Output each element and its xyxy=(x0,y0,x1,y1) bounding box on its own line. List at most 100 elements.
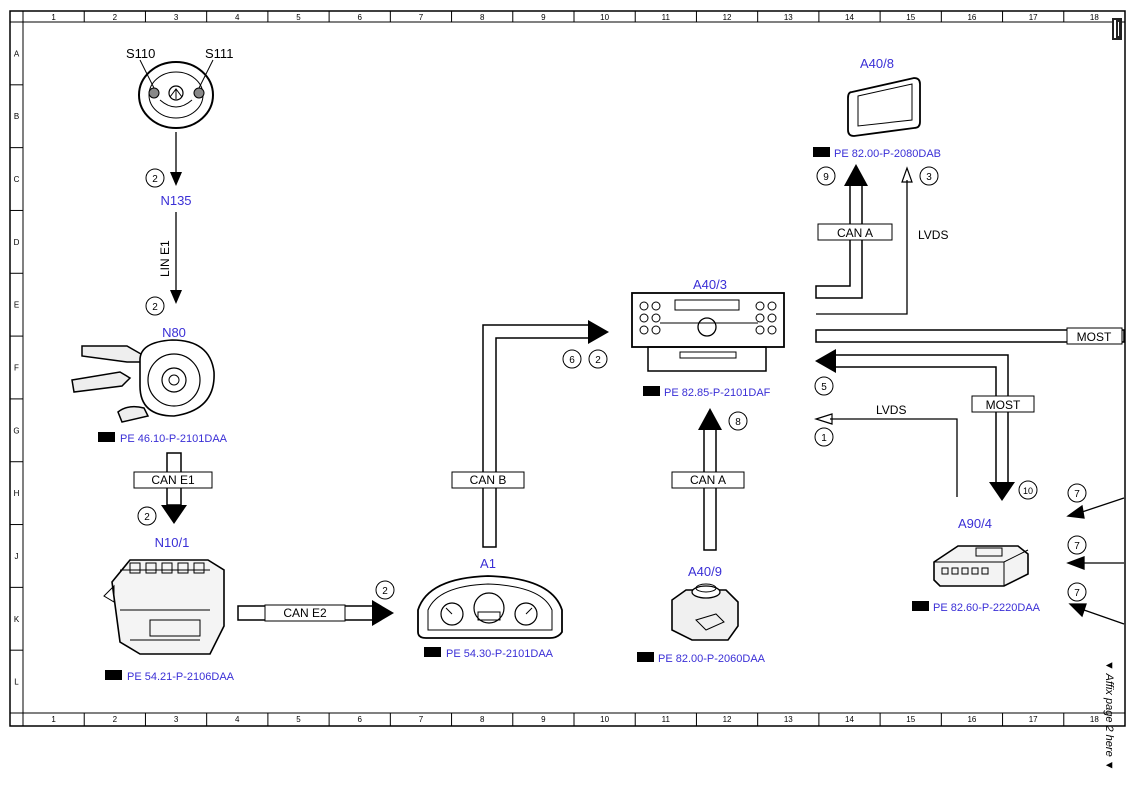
grid-top-strip xyxy=(9,10,1126,23)
grid-col-label: 15 xyxy=(906,13,915,22)
grid-col-label: 15 xyxy=(906,715,915,724)
callout-n80: 2 xyxy=(152,302,158,313)
pointing-hand-icon xyxy=(98,432,115,442)
ref-a90-4-text: PE 82.60-P-2220DAA xyxy=(933,602,1041,614)
can-a-connection-a40-9 xyxy=(671,408,745,551)
instrument-cluster-icon xyxy=(417,575,563,639)
arrow-head-open xyxy=(901,166,913,183)
grid-col-label: 1 xyxy=(51,715,56,724)
can-b-label: CAN B xyxy=(470,473,507,487)
most-label-2: MOST xyxy=(986,398,1021,412)
callout-circle xyxy=(1018,480,1038,500)
grid-col-label: 16 xyxy=(967,715,976,724)
grid-col-label: 5 xyxy=(296,13,301,22)
ref-a40-3-text: PE 82.85-P-2101DAF xyxy=(664,387,771,399)
grid-row-label: B xyxy=(14,112,19,121)
callout-circle xyxy=(919,166,939,186)
grid-col-label: 12 xyxy=(723,13,732,22)
callout-circle xyxy=(1067,483,1087,503)
grid-row-label: A xyxy=(14,49,20,58)
ref-a1-text: PE 54.30-P-2101DAA xyxy=(446,648,554,660)
grid-col-label: 6 xyxy=(357,13,362,22)
n80-label: N80 xyxy=(162,325,186,340)
grid-col-label: 17 xyxy=(1029,13,1038,22)
grid-col-label: 7 xyxy=(419,13,424,22)
can-b-connection xyxy=(451,320,609,548)
grid-row-label: G xyxy=(13,426,19,435)
grid-col-label: 3 xyxy=(174,715,179,724)
display-screen-icon xyxy=(847,77,921,137)
ref-n10-1[interactable]: PE 54.21-P-2106DAA xyxy=(105,670,235,683)
ref-n80-text: PE 46.10-P-2101DAA xyxy=(120,433,228,445)
a1-label: A1 xyxy=(480,556,496,571)
callout-8: 8 xyxy=(735,417,741,428)
pointing-hand-icon xyxy=(912,601,929,611)
callout-circle xyxy=(728,411,748,431)
callout-circle xyxy=(814,427,834,447)
pointing-hand-icon xyxy=(813,147,830,157)
ref-a40-3[interactable]: PE 82.85-P-2101DAF xyxy=(643,386,771,399)
head-unit-icon xyxy=(631,292,785,372)
most-label-1: MOST xyxy=(1077,330,1112,344)
grid-col-label: 8 xyxy=(480,13,485,22)
n135-label: N135 xyxy=(160,193,191,208)
grid-col-label: 18 xyxy=(1090,13,1099,22)
a40-8-label: A40/8 xyxy=(860,56,894,71)
a40-9-label: A40/9 xyxy=(688,564,722,579)
most-connection-a90-4 xyxy=(815,349,1035,501)
callout-1: 1 xyxy=(821,433,827,444)
callout-7b: 7 xyxy=(1074,541,1080,552)
callout-circle xyxy=(145,296,165,316)
ref-a40-9-text: PE 82.00-P-2060DAA xyxy=(658,653,766,665)
grid-col-label: 7 xyxy=(419,715,424,724)
callout-7c: 7 xyxy=(1074,588,1080,599)
ref-n10-1-text: PE 54.21-P-2106DAA xyxy=(127,671,235,683)
lvds-label-1: LVDS xyxy=(918,228,948,242)
grid-col-label: 14 xyxy=(845,13,854,22)
callout-circle xyxy=(1067,535,1087,555)
pointing-hand-icon xyxy=(105,670,122,680)
pointing-hand-icon xyxy=(424,647,441,657)
callout-5: 5 xyxy=(821,382,827,393)
callout-canb-2: 2 xyxy=(595,355,601,366)
grid-col-label: 8 xyxy=(480,715,485,724)
affix-note: ▼ Affix page 2 here ▼ xyxy=(1103,660,1115,771)
grid-col-label: 1 xyxy=(51,13,56,22)
grid-col-label: 17 xyxy=(1029,715,1038,724)
arrow-head xyxy=(170,290,182,304)
grid-col-label: 4 xyxy=(235,13,240,22)
grid-col-label: 13 xyxy=(784,715,793,724)
ref-a1[interactable]: PE 54.30-P-2101DAA xyxy=(424,647,554,660)
lvds-wire-a40-8 xyxy=(816,180,908,315)
can-a-label-1: CAN A xyxy=(690,473,726,487)
grid-col-label: 9 xyxy=(541,715,546,724)
grid-col-label: 13 xyxy=(784,13,793,22)
callout-circle xyxy=(814,376,834,396)
callout-circle xyxy=(137,506,157,526)
callout-10: 10 xyxy=(1023,486,1033,496)
ref-a40-8[interactable]: PE 82.00-P-2080DAB xyxy=(813,147,941,160)
callout-canb-6: 6 xyxy=(569,355,575,366)
grid-col-label: 14 xyxy=(845,715,854,724)
grid-row-label: E xyxy=(14,301,19,310)
grid-col-label: 12 xyxy=(723,715,732,724)
ref-n80[interactable]: PE 46.10-P-2101DAA xyxy=(98,432,228,445)
grid-col-label: 3 xyxy=(174,13,179,22)
callout-n10: 2 xyxy=(144,512,150,523)
ref-a40-8-text: PE 82.00-P-2080DAB xyxy=(834,148,941,160)
callout-7a: 7 xyxy=(1074,489,1080,500)
grid-col-label: 16 xyxy=(967,13,976,22)
pointing-hand-icon xyxy=(643,386,660,396)
grid-row-label: J xyxy=(15,552,19,561)
callout-a1: 2 xyxy=(382,586,388,597)
grid-row-label: K xyxy=(14,615,20,624)
grid-bottom-strip xyxy=(9,712,1126,727)
can-a-label-2: CAN A xyxy=(837,226,873,240)
callout-circle xyxy=(588,349,608,369)
grid-row-label: F xyxy=(14,364,19,373)
ref-a90-4[interactable]: PE 82.60-P-2220DAA xyxy=(912,601,1041,614)
a90-4-label: A90/4 xyxy=(958,516,992,531)
ref-a40-9[interactable]: PE 82.00-P-2060DAA xyxy=(637,652,766,665)
input-arrows-7 xyxy=(1066,497,1125,625)
steering-column-module-icon xyxy=(71,339,215,423)
